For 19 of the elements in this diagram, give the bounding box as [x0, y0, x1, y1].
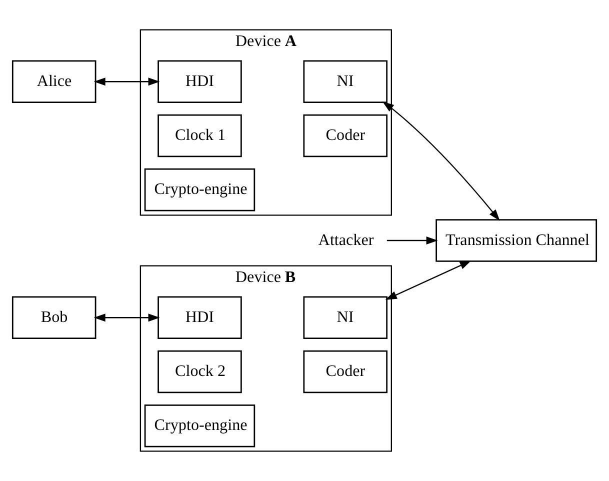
node-box: Clock 2	[158, 350, 242, 394]
arrow	[94, 314, 160, 322]
arrow	[94, 78, 160, 86]
node-box: HDI	[158, 60, 242, 104]
node-box: NI	[303, 296, 388, 340]
node-box: Crypto-engine	[144, 404, 256, 448]
node-box: HDI	[158, 296, 242, 340]
node-box: Coder	[303, 350, 388, 394]
node-box: Crypto-engine	[144, 168, 256, 212]
node-box: NI	[303, 60, 388, 104]
node-box: Coder	[303, 114, 388, 158]
node-box: Bob	[12, 296, 96, 340]
node-box: Alice	[12, 60, 96, 104]
node-box: Transmission Channel	[436, 219, 598, 262]
arrow	[385, 260, 472, 300]
arrow	[382, 101, 500, 221]
arrow	[386, 236, 438, 245]
node-box: Clock 1	[158, 114, 242, 158]
node-text: Attacker	[318, 232, 374, 249]
